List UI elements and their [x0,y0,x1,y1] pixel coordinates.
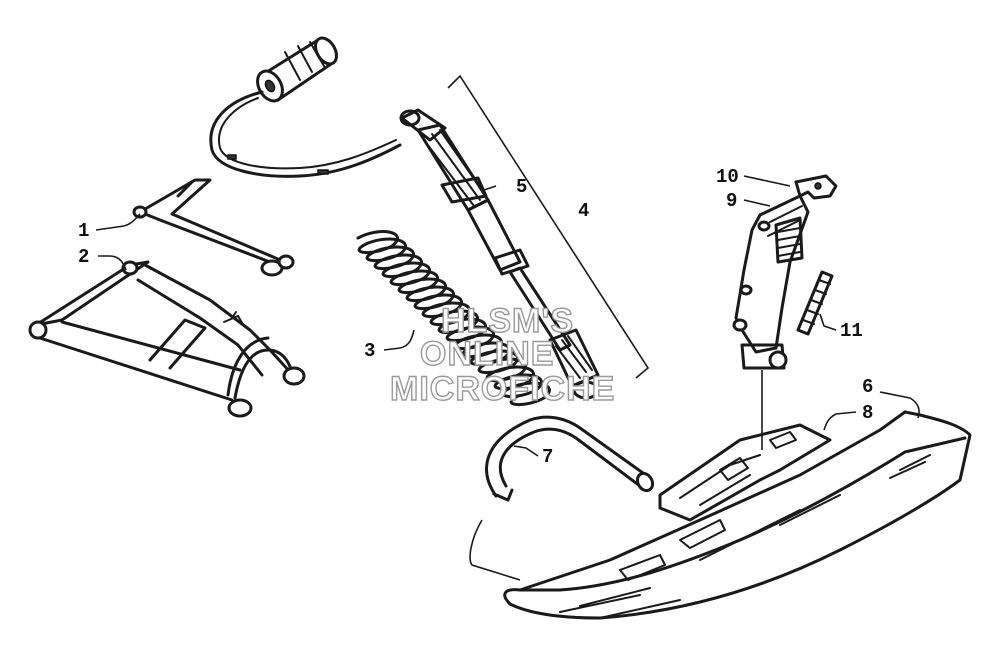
watermark: HLSM'S ONLINE MICROFICHE [389,301,615,408]
ski-clip [794,174,838,200]
callout-1: 1 [78,220,89,242]
ski [503,410,972,620]
spindle [732,194,810,450]
spring-bolt [796,270,834,336]
callout-5: 5 [516,176,527,198]
callout-9: 9 [726,190,737,212]
watermark-line-2: ONLINE [420,335,554,373]
leader-lines [95,175,920,457]
callout-8: 8 [862,402,873,424]
watermark-line-3: MICROFICHE [390,370,615,408]
callout-7: 7 [542,446,553,468]
callout-10: 10 [716,166,739,188]
upper-a-arm [132,178,295,277]
watermark-line-1: HLSM'S [441,302,574,340]
callout-6: 6 [862,376,873,398]
callout-3: 3 [364,340,375,362]
callout-labels: 1 2 3 4 5 6 7 8 9 10 11 [78,166,873,468]
callout-11: 11 [840,320,863,342]
callout-4: 4 [578,200,589,222]
coil-spring [356,230,552,407]
callout-2: 2 [78,246,89,268]
lower-a-arm [28,260,306,418]
ski-bar [469,415,655,581]
shock-assembly-bracket [447,74,650,379]
shock-absorber [399,108,600,400]
shock-reservoir [209,36,402,178]
